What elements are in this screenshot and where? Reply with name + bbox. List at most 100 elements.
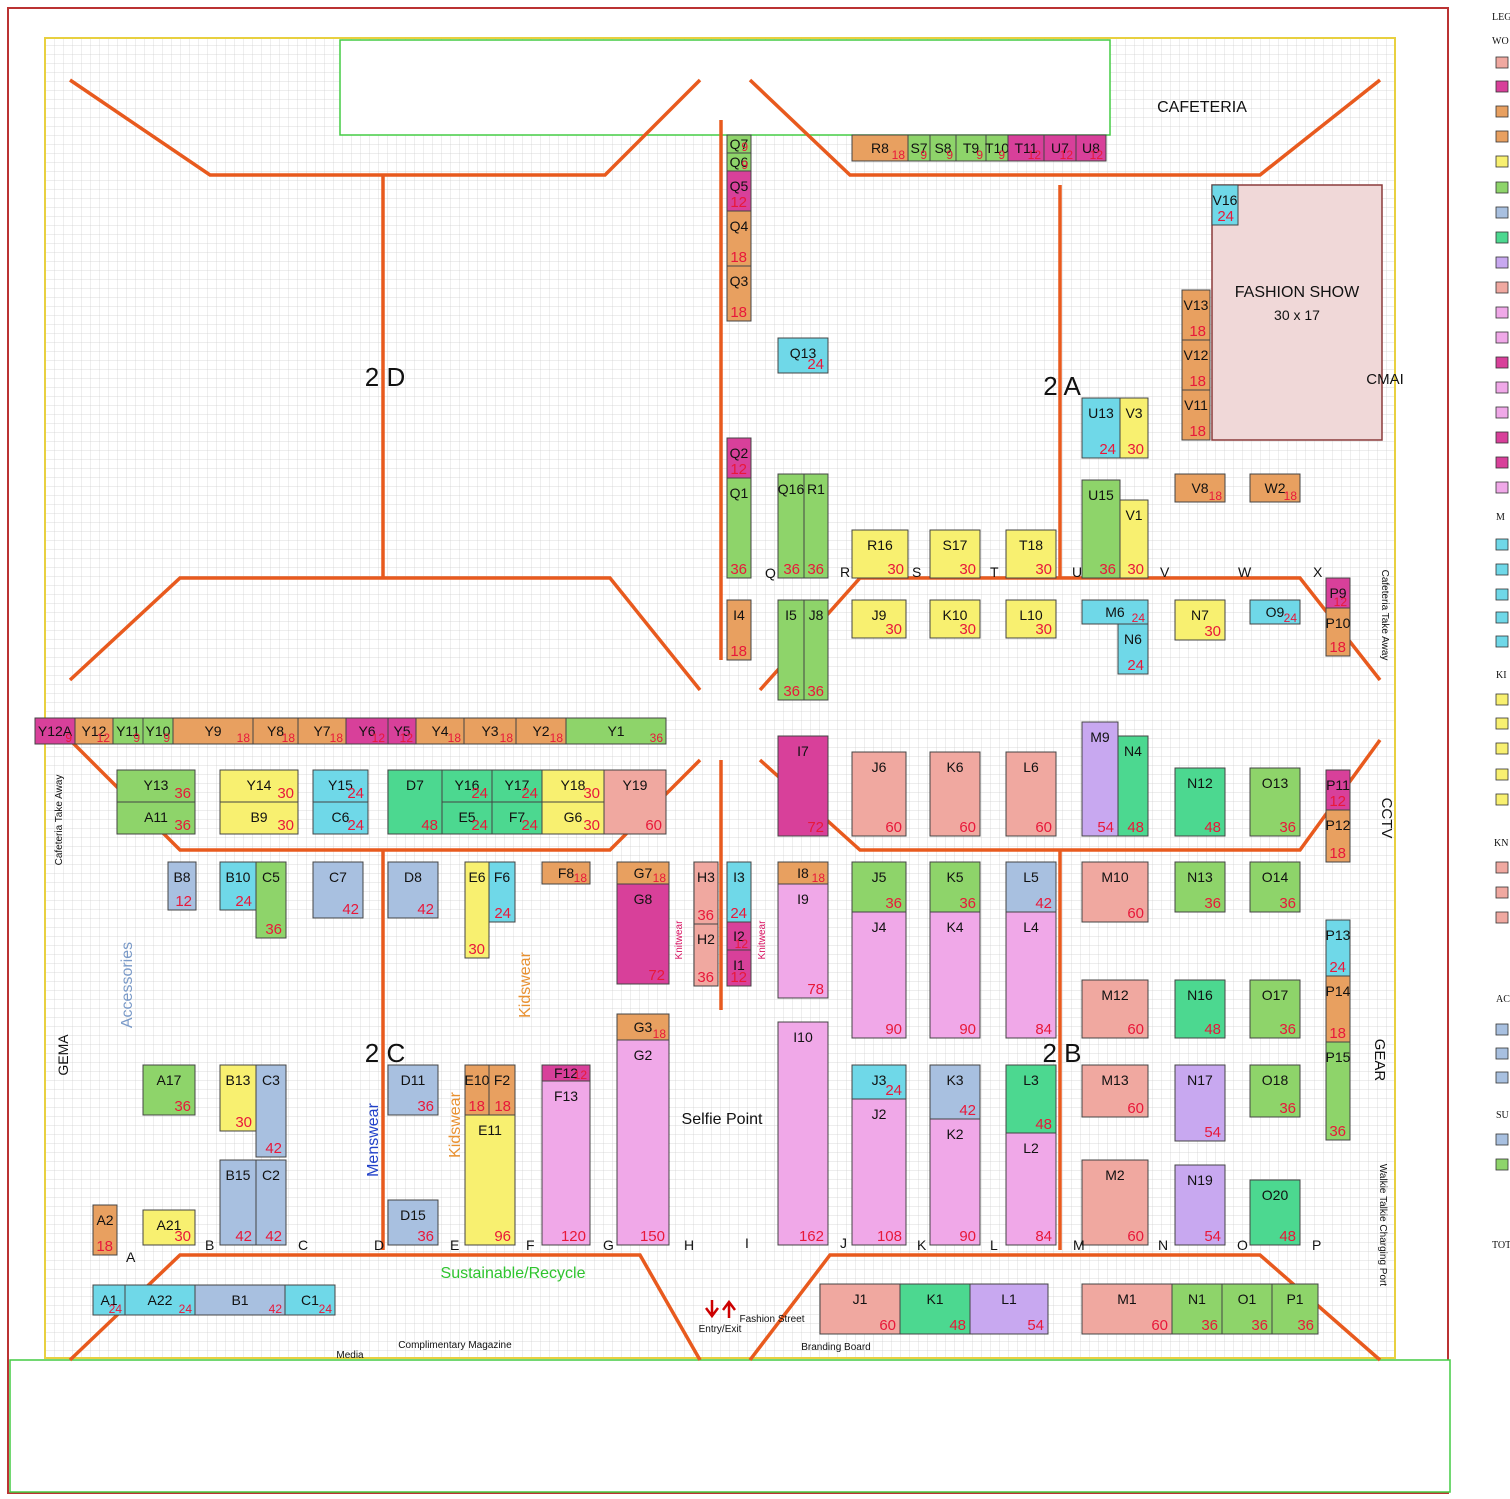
stall-box[interactable]: [387, 861, 439, 919]
stall-box[interactable]: [1181, 339, 1211, 391]
stall-box[interactable]: [1174, 861, 1226, 913]
stall-box[interactable]: [219, 1064, 257, 1132]
stall-box[interactable]: [726, 599, 752, 661]
stall-box[interactable]: [112, 717, 144, 745]
stall-box[interactable]: [1005, 1132, 1057, 1246]
stall-box[interactable]: [255, 861, 287, 939]
stall-box[interactable]: [726, 437, 752, 479]
stall-box[interactable]: [219, 861, 257, 911]
stall-box[interactable]: [1249, 767, 1301, 837]
stall-box[interactable]: [851, 134, 909, 162]
stall-box[interactable]: [34, 717, 76, 745]
stall-box[interactable]: [142, 1064, 196, 1116]
stall-box[interactable]: [726, 265, 752, 322]
stall-box[interactable]: [541, 861, 591, 885]
stall-box[interactable]: [1325, 1041, 1351, 1141]
stall-box[interactable]: [116, 769, 196, 803]
stall-box[interactable]: [819, 1283, 901, 1335]
stall-box[interactable]: [1325, 607, 1351, 657]
stall-box[interactable]: [1174, 767, 1226, 837]
stall-box[interactable]: [1117, 623, 1149, 675]
stall-box[interactable]: [726, 210, 752, 267]
stall-box[interactable]: [1181, 389, 1211, 441]
stall-box[interactable]: [1081, 861, 1149, 923]
stall-box[interactable]: [1081, 1064, 1149, 1118]
stall-box[interactable]: [929, 1064, 981, 1120]
stall-box[interactable]: [616, 883, 670, 985]
stall-box[interactable]: [1249, 861, 1301, 913]
stall-box[interactable]: [387, 1064, 439, 1116]
stall-box[interactable]: [1117, 735, 1149, 837]
stall-box[interactable]: [1174, 1164, 1226, 1246]
stall-box[interactable]: [726, 170, 752, 212]
stall-box[interactable]: [92, 1284, 126, 1316]
stall-box[interactable]: [1171, 1283, 1223, 1335]
stall-box[interactable]: [929, 751, 981, 837]
stall-box[interactable]: [565, 717, 667, 745]
stall-box[interactable]: [1174, 473, 1226, 503]
stall-box[interactable]: [693, 861, 719, 925]
stall-box[interactable]: [616, 1039, 670, 1246]
stall-box[interactable]: [929, 911, 981, 1039]
stall-box[interactable]: [777, 473, 805, 579]
stall-box[interactable]: [1005, 751, 1057, 837]
stall-box[interactable]: [255, 1064, 287, 1158]
stall-box[interactable]: [541, 769, 605, 803]
stall-box[interactable]: [1075, 134, 1107, 162]
stall-box[interactable]: [777, 337, 829, 374]
stall-box[interactable]: [1005, 861, 1057, 913]
